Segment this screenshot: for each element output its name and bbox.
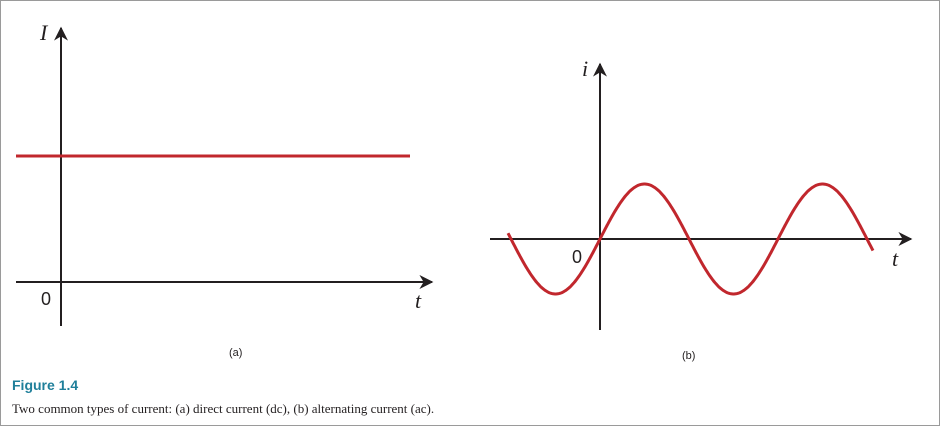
panel-a-dc: I t 0 (a) <box>16 20 434 359</box>
panel-b-origin: 0 <box>572 247 582 267</box>
panel-b-y-label: i <box>582 56 588 81</box>
panel-b-x-label: t <box>892 246 899 271</box>
panel-a-y-label: I <box>39 20 49 45</box>
panel-a-x-label: t <box>415 288 422 313</box>
panel-b-sub-label: (b) <box>682 350 695 362</box>
panel-b-ac: i t 0 (b) <box>490 56 913 362</box>
figure-caption: Two common types of current: (a) direct … <box>12 401 435 416</box>
ac-current-wave <box>506 182 875 296</box>
panel-a-origin: 0 <box>41 289 51 309</box>
panel-a-sub-label: (a) <box>229 347 242 359</box>
figure-title: Figure 1.4 <box>12 377 79 393</box>
